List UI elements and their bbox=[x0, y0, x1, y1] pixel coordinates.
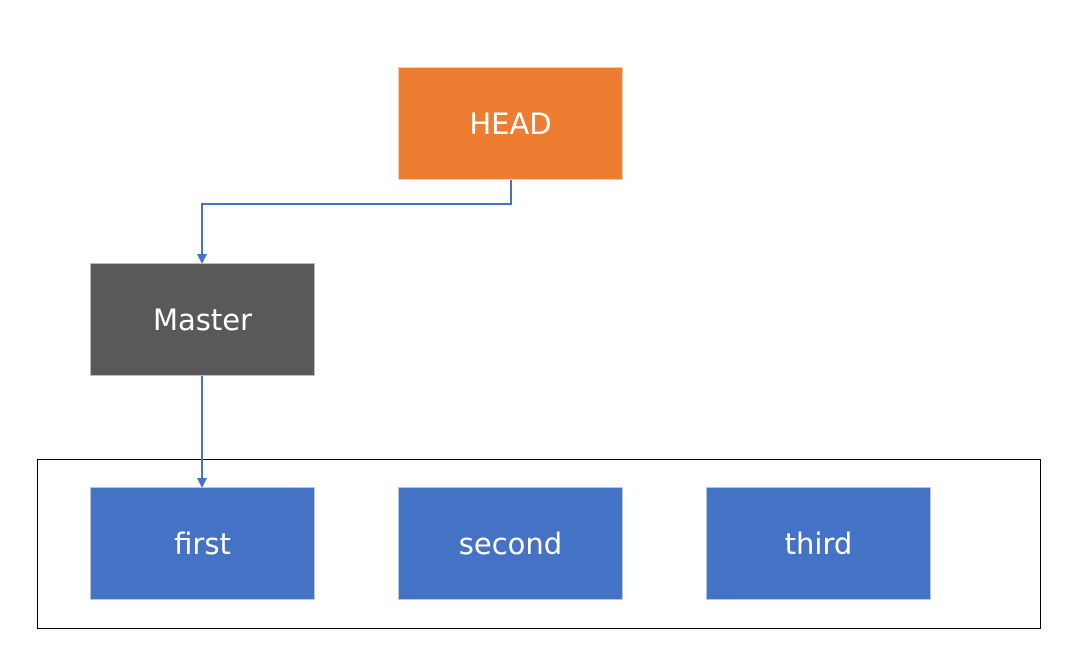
commit-node-third: third bbox=[706, 487, 931, 600]
commit-node-second: second bbox=[398, 487, 623, 600]
master-label: Master bbox=[152, 302, 253, 337]
head-label: HEAD bbox=[469, 106, 552, 141]
commit-label-first: first bbox=[174, 526, 231, 561]
commit-label-second: second bbox=[458, 526, 563, 561]
commit-node-first: first bbox=[90, 487, 315, 600]
commit-group-frame bbox=[37, 459, 1041, 629]
commit-label-third: third bbox=[784, 526, 853, 561]
master-branch-node: Master bbox=[90, 263, 315, 376]
head-node: HEAD bbox=[398, 67, 623, 180]
edge-head-to-master bbox=[197, 180, 512, 264]
